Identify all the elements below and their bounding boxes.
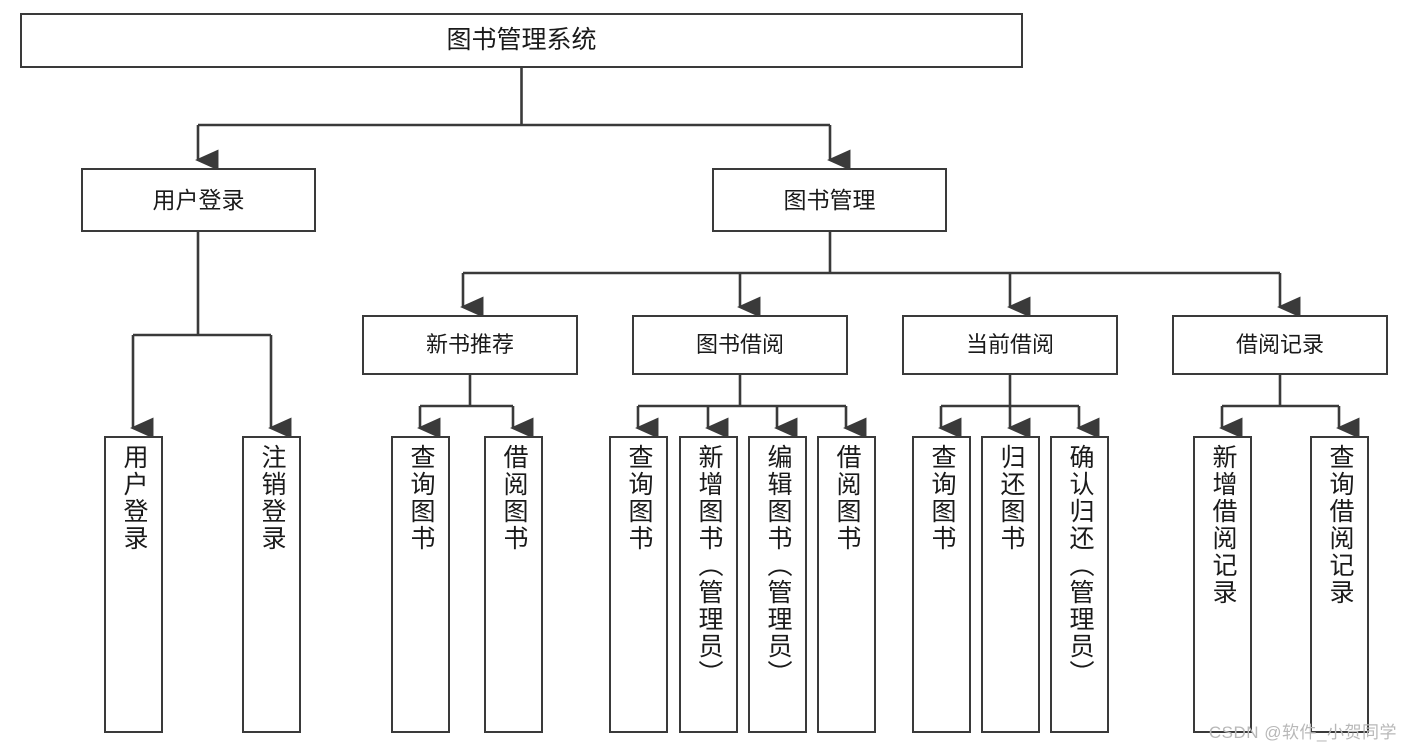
leaf-book-borrow-query[interactable]: 查询图书: [609, 436, 668, 733]
node-label: 查询借阅记录: [1326, 444, 1354, 606]
node-label: 注销登录: [258, 444, 286, 552]
node-label: 图书管理: [783, 186, 876, 213]
node-label: 新书推荐: [425, 332, 514, 358]
node-root-book-management-system[interactable]: 图书管理系统: [20, 13, 1023, 68]
leaf-new-book-borrow[interactable]: 借阅图书: [484, 436, 543, 733]
leaf-book-borrow-borrow[interactable]: 借阅图书: [817, 436, 876, 733]
leaf-borrow-record-query[interactable]: 查询借阅记录: [1310, 436, 1369, 733]
leaf-user-login-login[interactable]: 用户登录: [104, 436, 163, 733]
node-label: 图书借阅: [695, 332, 784, 358]
node-label: 借阅记录: [1235, 332, 1324, 358]
node-label: 查询图书: [407, 444, 435, 552]
leaf-book-borrow-add[interactable]: 新增图书（管理员）: [679, 436, 738, 733]
node-current-borrow[interactable]: 当前借阅: [902, 315, 1118, 375]
leaf-current-borrow-return[interactable]: 归还图书: [981, 436, 1040, 733]
node-label: 当前借阅: [965, 332, 1054, 358]
node-label: 编辑图书（管理员）: [764, 444, 792, 687]
node-label: 查询图书: [625, 444, 653, 552]
node-label: 新增借阅记录: [1209, 444, 1237, 606]
leaf-current-borrow-confirm-return[interactable]: 确认归还（管理员）: [1050, 436, 1109, 733]
node-label: 借阅图书: [500, 444, 528, 552]
watermark-csdn: CSDN @软件_小贺同学: [1208, 723, 1397, 742]
node-label: 查询图书: [928, 444, 956, 552]
leaf-user-login-logout[interactable]: 注销登录: [242, 436, 301, 733]
node-label: 借阅图书: [833, 444, 861, 552]
node-label: 图书管理系统: [446, 26, 597, 55]
node-label: 用户登录: [152, 186, 245, 213]
node-label: 确认归还（管理员）: [1066, 444, 1094, 687]
node-book-borrow[interactable]: 图书借阅: [632, 315, 848, 375]
node-borrow-record[interactable]: 借阅记录: [1172, 315, 1388, 375]
node-label: 归还图书: [997, 444, 1025, 552]
node-user-login[interactable]: 用户登录: [81, 168, 316, 232]
node-new-book-recommend[interactable]: 新书推荐: [362, 315, 578, 375]
node-book-management[interactable]: 图书管理: [712, 168, 947, 232]
leaf-current-borrow-query[interactable]: 查询图书: [912, 436, 971, 733]
node-label: 用户登录: [120, 444, 148, 552]
leaf-borrow-record-add[interactable]: 新增借阅记录: [1193, 436, 1252, 733]
leaf-book-borrow-edit[interactable]: 编辑图书（管理员）: [748, 436, 807, 733]
node-label: 新增图书（管理员）: [695, 444, 723, 687]
leaf-new-book-query[interactable]: 查询图书: [391, 436, 450, 733]
